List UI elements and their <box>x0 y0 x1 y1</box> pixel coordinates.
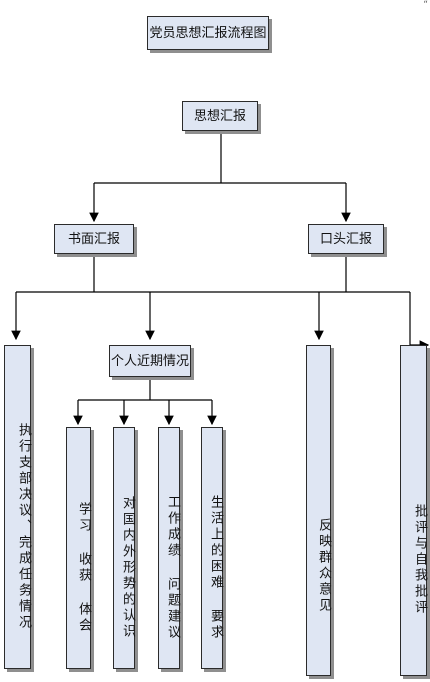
connector-root-split <box>94 131 346 184</box>
node-thought-report-label: 思想汇报 <box>193 108 246 124</box>
node-thought-report: 思想汇报 <box>182 101 258 131</box>
node-written-report: 书面汇报 <box>54 224 134 254</box>
node-domestic-situation-label: 对国内外形势的认识 <box>120 496 135 640</box>
node-criticism-label: 批评与自我批评 <box>412 503 427 616</box>
node-work-results: 工作成绩 问题建议 <box>158 427 180 669</box>
node-life-difficulties-label: 生活上的困难 要求 <box>208 495 223 641</box>
node-oral-report: 口头汇报 <box>308 224 384 254</box>
chart-title: 党员思想汇报流程图 <box>147 16 269 50</box>
node-domestic-situation: 对国内外形势的认识 <box>113 427 135 669</box>
node-execute-resolution-label: 执行支部决议、完成任务情况 <box>16 423 31 631</box>
node-personal-recent-label: 个人近期情况 <box>110 353 189 369</box>
node-public-feedback: 反映群众意见 <box>306 345 331 676</box>
node-study-label: 学习 收获 体会 <box>76 502 91 634</box>
chart-title-label: 党员思想汇报流程图 <box>149 25 267 41</box>
node-public-feedback-label: 反映群众意见 <box>316 517 331 614</box>
node-work-results-label: 工作成绩 问题建议 <box>165 495 180 641</box>
node-study: 学习 收获 体会 <box>66 427 91 669</box>
corner-mark: “ <box>423 0 428 10</box>
connector-personal-down <box>78 377 212 401</box>
node-life-difficulties: 生活上的困难 要求 <box>201 427 223 669</box>
node-execute-resolution: 执行支部决议、完成任务情况 <box>4 345 31 669</box>
node-written-report-label: 书面汇报 <box>67 231 120 247</box>
node-personal-recent: 个人近期情况 <box>109 345 191 377</box>
node-oral-report-label: 口头汇报 <box>319 231 372 247</box>
node-criticism: 批评与自我批评 <box>400 345 427 676</box>
